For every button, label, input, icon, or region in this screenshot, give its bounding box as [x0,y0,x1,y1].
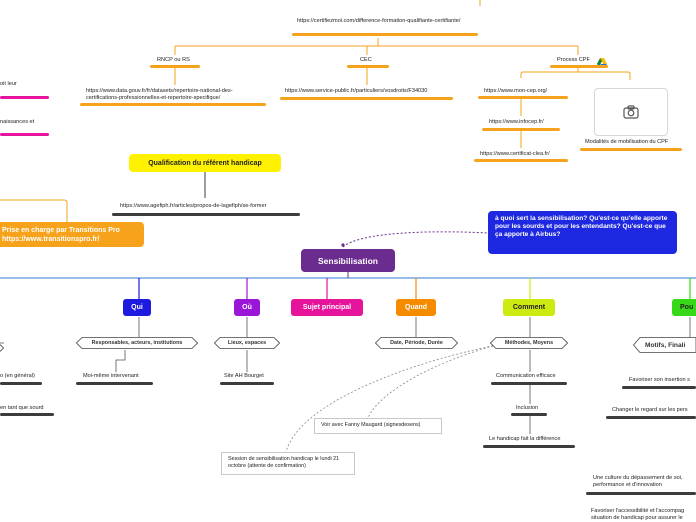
left-item-1-underline [0,382,42,385]
comment-item-2: Inclusion [516,405,538,412]
branch-quand[interactable]: Quand [396,299,436,316]
cpf-underline [550,65,608,68]
central-node[interactable]: Sensibilisation [301,249,395,272]
pour-item-3: Une culture du dépassement de soi, perfo… [593,475,696,489]
pour-item-2: Changer le regard sur les pers [612,407,688,414]
camera-icon [623,105,639,119]
session-note[interactable]: Session de sensibilisation handicap le l… [221,452,355,475]
cpf-url-3[interactable]: https://www.certificat-clea.fr/ [480,151,550,158]
comment-sub-label: Méthodes, Moyens [490,338,568,349]
cpf-url-2[interactable]: https://www.infocep.fr/ [489,119,544,126]
cpf-caption-underline [580,148,682,151]
comment-item-2-underline [511,413,547,416]
quand-sub-label: Date, Période, Durée [375,338,458,349]
cpf-label: Process CPF [557,57,590,64]
left-partial-2-underline [0,133,49,136]
branch-pour[interactable]: Pou [672,299,696,316]
comment-item-1-underline [491,382,567,385]
quand-sub-hex[interactable]: Date, Période, Durée [375,337,458,349]
qui-item-1: Moi-même intervenant [83,373,139,380]
left-item-2: en tant que sourd [0,405,44,412]
handicap-url-underline [112,213,300,216]
rncp-url-underline [80,103,266,106]
cec-underline [347,65,389,68]
left-hex-fragment [0,339,4,347]
question-link [343,232,488,247]
left-partial-2: naissances et [0,119,34,126]
image-placeholder[interactable] [594,88,668,136]
cec-label: CEC [360,57,372,64]
branch-qui[interactable]: Qui [123,299,151,316]
cpf-url-2-underline [482,128,560,131]
cec-url[interactable]: https://www.service-public.fr/particulie… [285,88,427,95]
branch-comment[interactable]: Comment [503,299,555,316]
pour-sub-label: Motifs, Finali [633,340,696,351]
ou-sub-label: Lieux, espaces [214,338,280,349]
branch-ou[interactable]: Où [234,299,260,316]
left-partial-1-underline [0,96,49,99]
comment-item-1: Communication efficace [496,373,556,380]
ou-item-1: Site AH Bourget [224,373,264,380]
transitions-line-2[interactable]: https://www.transitionspro.fr/ [2,235,144,244]
left-partial-1: oit leur [0,81,17,88]
pour-sub-hex[interactable]: Motifs, Finali [633,337,696,353]
left-item-2-underline [0,413,54,416]
cec-url-underline [280,97,453,100]
cpf-url-3-underline [474,159,568,162]
pour-item-2-underline [606,416,696,419]
google-drive-icon[interactable] [597,54,607,63]
ou-sub-hex[interactable]: Lieux, espaces [214,337,280,349]
certif-underline [292,33,478,36]
handicap-url[interactable]: https://www.agefiph.fr/articles/propos-d… [120,203,266,210]
rncp-underline [150,65,200,68]
cpf-image-caption: Modalités de mobilisation du CPF [585,139,668,146]
qui-sub-label: Responsables, acteurs, institutions [76,338,198,349]
rncp-label: RNCP ou RS [157,57,190,64]
rncp-url[interactable]: https://www.data.gouv.fr/fr/datasets/rep… [86,88,264,102]
pour-item-1-underline [622,386,696,389]
comment-item-3: Le handicap fait la différence [489,436,560,443]
fanny-note[interactable]: Voir avec Fanny Maugard (signesdesens) [314,418,442,434]
ou-item-1-underline [220,382,274,385]
cpf-url-1-underline [478,96,568,99]
certif-url[interactable]: https://certifiezmoi.com/difference-form… [297,18,477,25]
comment-sub-hex[interactable]: Méthodes, Moyens [490,337,568,349]
pour-item-3-underline [586,492,696,495]
qui-sub-hex[interactable]: Responsables, acteurs, institutions [76,337,198,349]
left-item-1: o (en général) [0,373,35,380]
transitions-line-1: Prise en charge par Transitions Pro [2,226,144,235]
handicap-node[interactable]: Qualification du référent handicap [129,154,281,172]
cpf-url-1[interactable]: https://www.mon-cep.org/ [484,88,547,95]
question-node[interactable]: à quoi sert la sensibilisation? Qu'est-c… [488,211,677,254]
transitions-node[interactable]: Prise en charge par Transitions Pro http… [0,222,144,247]
comment-item-3-underline [483,445,575,448]
branch-sujet[interactable]: Sujet principal [291,299,363,316]
pour-item-1: Favoriser son insertion s [629,377,690,384]
qui-item-1-underline [76,382,153,385]
